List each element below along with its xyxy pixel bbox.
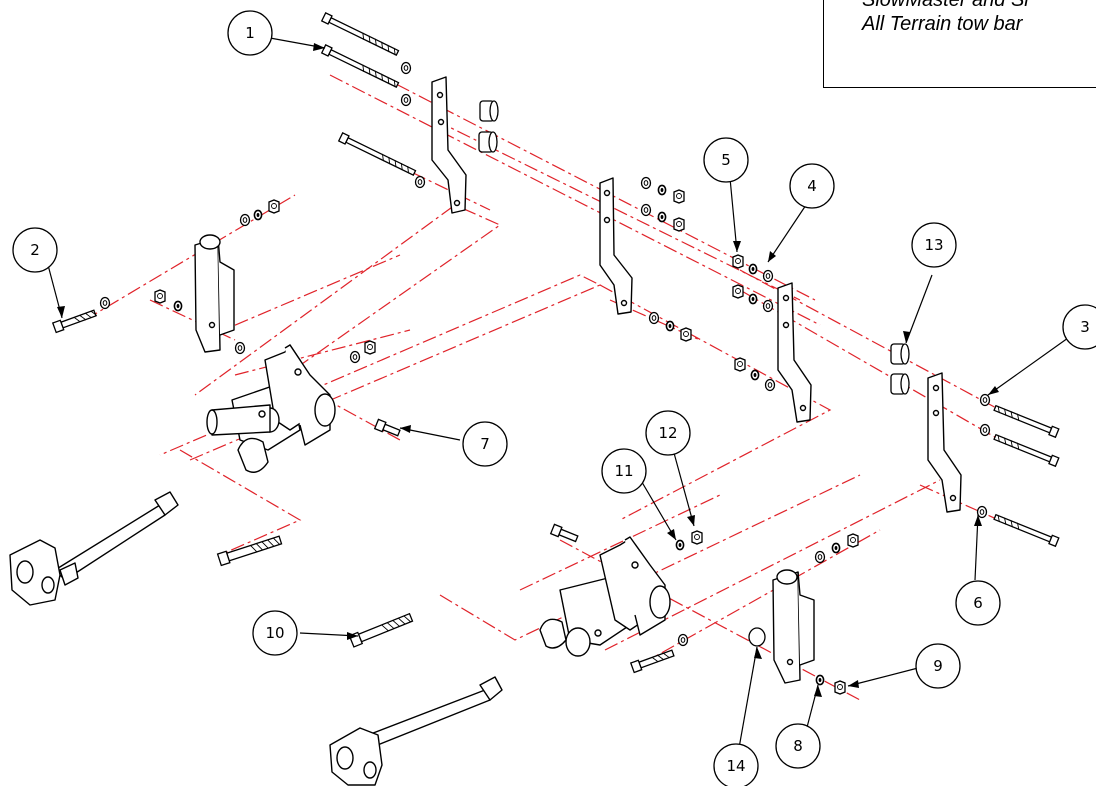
receivers [206,344,671,657]
callout-9 [915,643,961,689]
hardware [99,61,991,695]
callout-10-label: 10 [265,624,284,642]
callout-3 [1062,304,1096,350]
callout-5 [703,137,749,183]
callout-6 [955,580,1001,626]
callout-14 [713,743,759,786]
callout-8-label: 8 [793,737,803,755]
callout-7-label: 7 [480,435,490,453]
tow-arms [9,491,503,786]
title-block: SlowMaster and Sl All Terrain tow bar [823,0,1096,88]
spacers [478,100,910,395]
callout-9-label: 9 [933,657,943,675]
callout-1 [227,10,273,56]
callout-1-label: 1 [245,24,255,42]
callout-4 [789,163,835,209]
arrowheads [57,43,999,697]
title-line-2: All Terrain tow bar [862,13,1023,35]
centerlines [84,49,1011,701]
bolts [51,12,1060,674]
callout-8 [775,723,821,769]
callout-14-label: 14 [726,757,745,775]
callout-12 [645,410,691,456]
callout-2 [12,227,58,273]
callout-11 [601,448,647,494]
title-line-1: SlowMaster and Sl [862,0,1029,11]
callout-balloons [12,10,1096,786]
callout-4-label: 4 [807,177,817,195]
brackets [194,76,962,684]
callout-7 [462,421,508,467]
callout-12-label: 12 [658,424,677,442]
callout-2-label: 2 [30,241,40,259]
callout-13 [911,222,957,268]
callout-6-label: 6 [973,594,983,612]
callout-11-label: 11 [614,462,633,480]
callout-3-label: 3 [1080,318,1090,336]
callout-13-label: 13 [924,236,943,254]
callout-10 [252,610,298,656]
callout-5-label: 5 [721,151,731,169]
